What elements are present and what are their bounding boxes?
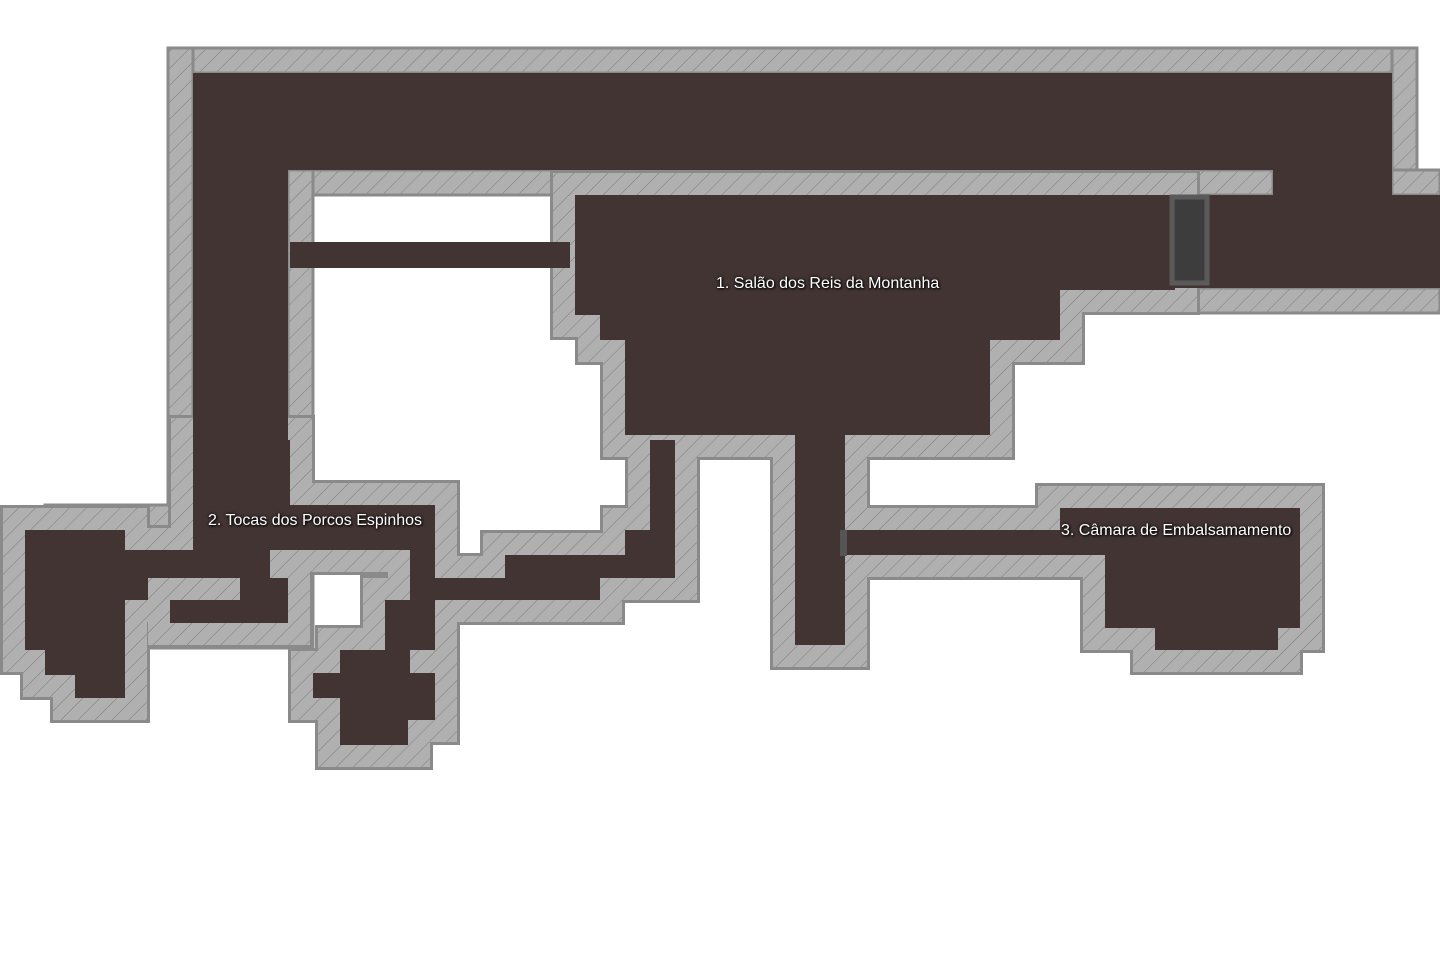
- corridor-right: [1273, 73, 1392, 195]
- hall-floor: [575, 195, 1175, 645]
- chamber-corridor-floor: [845, 530, 1090, 555]
- chamber-floor: [1060, 508, 1300, 650]
- corridor-left: [193, 73, 288, 513]
- room-label-1: 1. Salão dos Reis da Montanha: [716, 275, 940, 292]
- cave-floors: [25, 195, 1300, 745]
- warren-lower-floor: [170, 578, 288, 623]
- warren-left-floor: [25, 530, 125, 698]
- room-label-2: 2. Tocas dos Porcos Espinhos: [208, 512, 423, 529]
- hall-corridor-floor: [435, 440, 675, 600]
- warren-south-floor: [313, 600, 435, 745]
- corridor-top: [193, 73, 1392, 170]
- floors: [193, 73, 1440, 513]
- door-east[interactable]: [1169, 194, 1210, 286]
- warren-top-floor: [125, 440, 435, 625]
- passage-west: [290, 242, 570, 268]
- corridor-east: [1175, 195, 1440, 288]
- room-label-3: 3. Câmara de Embalsamamento: [1061, 522, 1292, 539]
- door-chamber[interactable]: [840, 530, 847, 556]
